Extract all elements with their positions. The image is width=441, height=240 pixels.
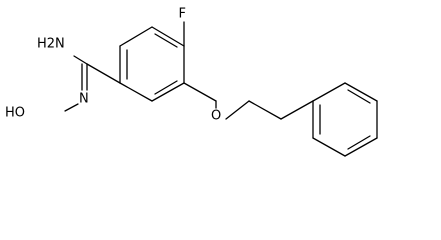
bond-ring1-f bbox=[119, 26, 153, 47]
bond-ring1-double-1 bbox=[154, 33, 178, 48]
bond-ring1-d bbox=[119, 82, 153, 102]
bond-ch2-phenyl bbox=[280, 100, 314, 120]
ether-oxygen-label: O bbox=[211, 109, 221, 124]
bond-ring2-a bbox=[312, 82, 346, 102]
bond-ring2-e bbox=[312, 137, 346, 157]
hydroxyl-label: HO bbox=[5, 106, 25, 121]
bond-ring1-c bbox=[151, 82, 185, 102]
bond-ring2-double-1 bbox=[347, 89, 371, 104]
bond-ring1-a bbox=[151, 26, 185, 47]
bond-ring-ch2 bbox=[183, 82, 217, 102]
bond-ch2-ch2 bbox=[248, 100, 282, 120]
bond-o-ch2 bbox=[225, 100, 250, 120]
bond-ring2-b bbox=[344, 82, 378, 102]
bond-ring2-double-2 bbox=[347, 135, 371, 150]
amine-label: H2N bbox=[37, 37, 65, 52]
bond-c-nh2 bbox=[73, 55, 88, 65]
molecule-structure: F H2N N HO O bbox=[5, 7, 378, 157]
aromatic-ring-left bbox=[119, 26, 185, 102]
bond-n-o bbox=[64, 103, 79, 112]
imine-nitrogen-label: N bbox=[79, 92, 89, 107]
bond-ring-amidine-c bbox=[86, 63, 121, 84]
fluorine-label: F bbox=[179, 7, 186, 22]
bond-ring2-d bbox=[344, 137, 378, 157]
bond-ring1-double-2 bbox=[154, 80, 178, 95]
phenyl-ring bbox=[312, 82, 378, 157]
